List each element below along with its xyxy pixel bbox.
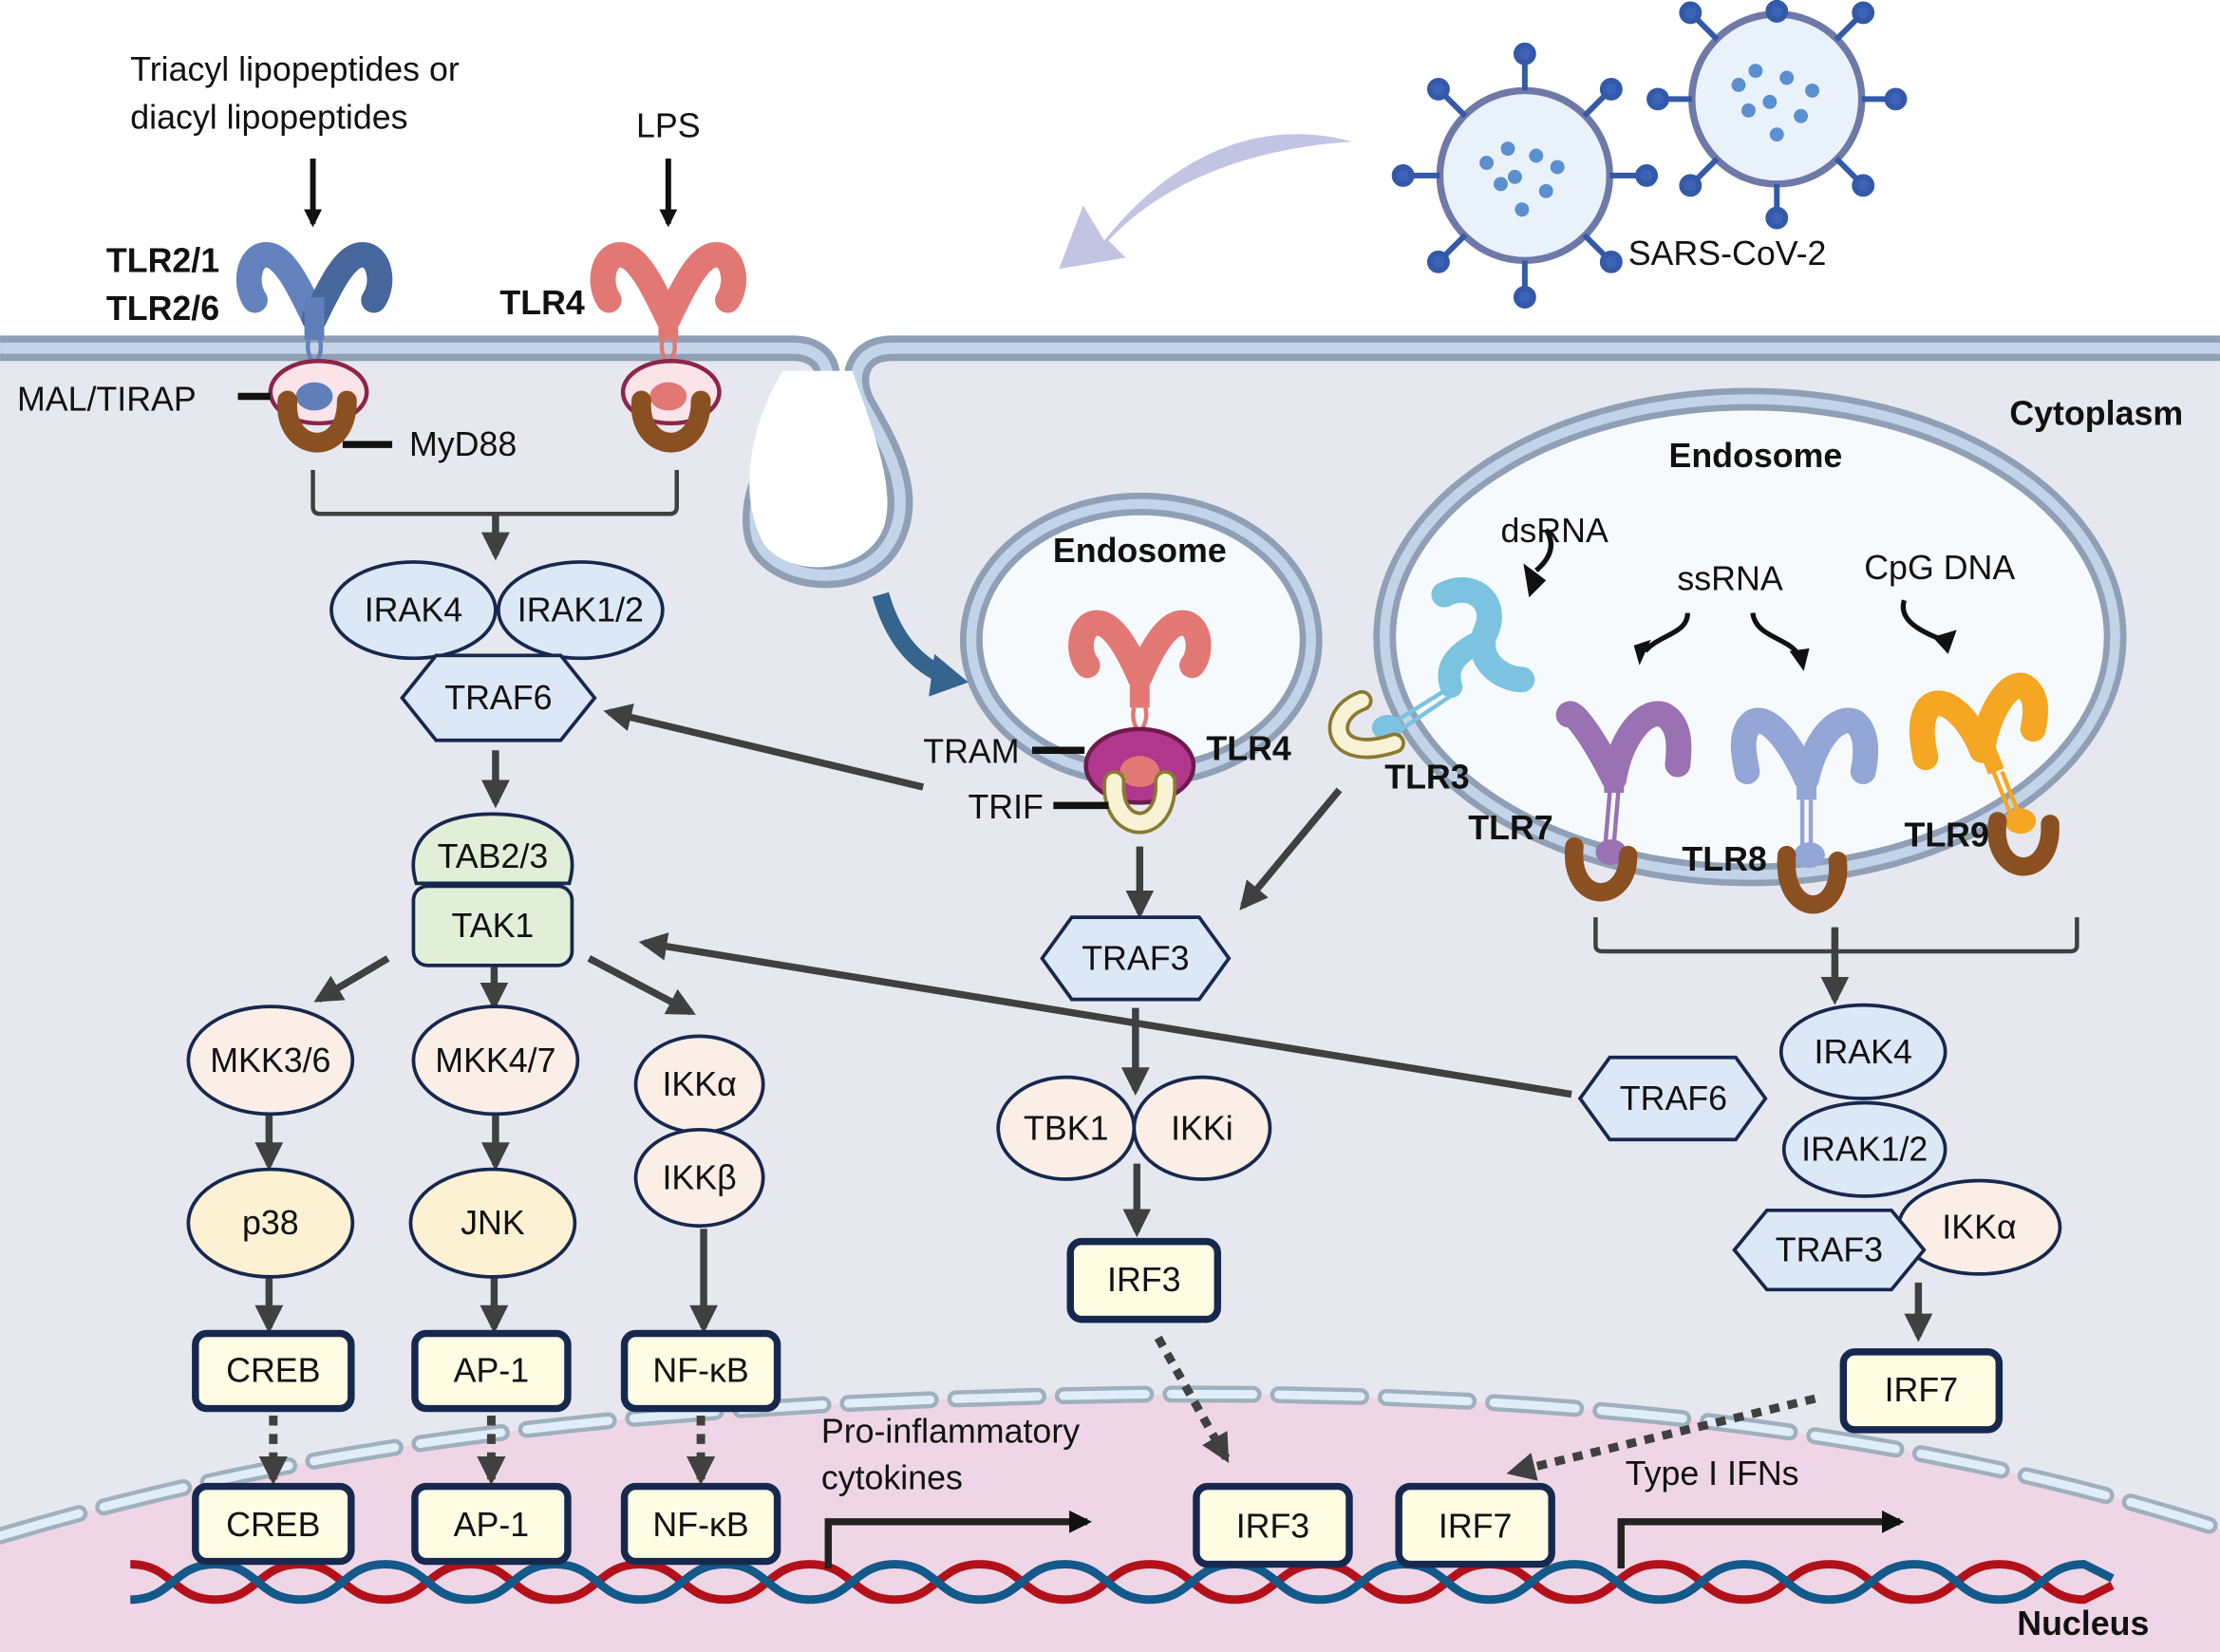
irak1-2-node bbox=[497, 560, 665, 661]
svg-text:IKKα: IKKα bbox=[1942, 1209, 2016, 1247]
virus-entry-arrow bbox=[1059, 134, 1352, 270]
irf7-cytoplasm bbox=[1839, 1348, 2004, 1434]
svg-text:p38: p38 bbox=[242, 1204, 299, 1242]
myd88-icon-tlr9 bbox=[1987, 812, 2060, 876]
creb-nucleus bbox=[192, 1482, 355, 1566]
myd88-icon bbox=[277, 390, 357, 453]
mal-tirap-label: MAL/TIRAP bbox=[17, 380, 197, 418]
mkk3-6-node bbox=[186, 1004, 355, 1117]
tlr9-receptor-icon bbox=[1909, 672, 2048, 835]
tab2-3-node bbox=[411, 812, 574, 886]
svg-text:TAB2/3: TAB2/3 bbox=[438, 837, 549, 875]
svg-text:CREB: CREB bbox=[226, 1351, 320, 1389]
tlr7-receptor-icon bbox=[1555, 701, 1692, 866]
ap1-nucleus bbox=[411, 1482, 572, 1566]
ikk-beta-node bbox=[633, 1127, 765, 1229]
tlr4-surface-label: TLR4 bbox=[499, 284, 585, 322]
irf3-nucleus bbox=[1193, 1482, 1353, 1568]
ifn-transcription-arrow bbox=[1617, 1510, 1905, 1569]
svg-text:IRF7: IRF7 bbox=[1885, 1371, 1959, 1409]
svg-text:TBK1: TBK1 bbox=[1024, 1109, 1108, 1147]
svg-text:IKKα: IKKα bbox=[662, 1065, 736, 1103]
lipopeptides-label-line2: diacyl lipopeptides bbox=[130, 99, 407, 137]
proinflammatory-transcription-arrow bbox=[824, 1510, 1092, 1569]
myd88-label: MyD88 bbox=[409, 425, 517, 463]
traf6-endosomal-node bbox=[1577, 1055, 1768, 1142]
svg-text:CREB: CREB bbox=[226, 1506, 320, 1544]
svg-text:TRAF3: TRAF3 bbox=[1776, 1231, 1883, 1269]
nucleus-label: Nucleus bbox=[2017, 1605, 2149, 1643]
type1-ifns-label: Type I IFNs bbox=[1626, 1455, 1799, 1492]
traf6-node bbox=[400, 653, 597, 742]
svg-text:TRAF6: TRAF6 bbox=[1620, 1079, 1727, 1117]
proinflammatory-label-line2: cytokines bbox=[821, 1459, 963, 1497]
tlr2-1-label: TLR2/1 bbox=[106, 241, 219, 279]
svg-text:IRF3: IRF3 bbox=[1107, 1261, 1181, 1299]
svg-text:TRAF6: TRAF6 bbox=[444, 679, 552, 717]
svg-text:IRAK4: IRAK4 bbox=[1815, 1033, 1912, 1071]
tlr8-label: TLR8 bbox=[1682, 840, 1766, 878]
tlr4-surface-receptor-icon bbox=[590, 241, 747, 398]
tlr9-label: TLR9 bbox=[1904, 817, 1988, 854]
tlr2-receptor-icon bbox=[235, 241, 393, 398]
lps-label: LPS bbox=[636, 107, 701, 145]
svg-text:MKK4/7: MKK4/7 bbox=[435, 1042, 555, 1079]
svg-text:IRF7: IRF7 bbox=[1439, 1507, 1513, 1545]
proinflammatory-label-line1: Pro-inflammatory bbox=[821, 1412, 1080, 1450]
svg-text:IRAK1/2: IRAK1/2 bbox=[517, 591, 644, 629]
endosome-large-label: Endosome bbox=[1668, 437, 1842, 475]
svg-text:MKK3/6: MKK3/6 bbox=[210, 1042, 330, 1079]
cytoplasm-label: Cytoplasm bbox=[2009, 394, 2183, 432]
svg-text:AP-1: AP-1 bbox=[454, 1351, 530, 1389]
tram-label: TRAM bbox=[923, 733, 1019, 771]
cpg-dna-label: CpG DNA bbox=[1864, 549, 2015, 587]
svg-text:NF-κB: NF-κB bbox=[652, 1351, 748, 1389]
trif-label: TRIF bbox=[968, 788, 1043, 826]
virus-label: SARS-CoV-2 bbox=[1628, 235, 1827, 272]
irak4-endosomal-node bbox=[1778, 1003, 1947, 1100]
mkk4-7-node bbox=[411, 1004, 580, 1117]
svg-text:TAK1: TAK1 bbox=[452, 907, 535, 945]
svg-text:NF-κB: NF-κB bbox=[652, 1506, 748, 1544]
svg-text:TRAF3: TRAF3 bbox=[1082, 939, 1189, 977]
sars-cov-2-virus-icon bbox=[1391, 0, 1908, 310]
jnk-node bbox=[408, 1167, 577, 1279]
tak1-node bbox=[411, 884, 574, 967]
svg-text:JNK: JNK bbox=[461, 1204, 525, 1242]
irf3-cytoplasm bbox=[1066, 1237, 1222, 1323]
myd88-icon bbox=[631, 390, 711, 453]
ssrna-label: ssRNA bbox=[1677, 560, 1782, 598]
irak1-2-endosomal-node bbox=[1781, 1100, 1947, 1198]
svg-text:IRAK4: IRAK4 bbox=[365, 591, 462, 629]
svg-text:AP-1: AP-1 bbox=[454, 1506, 530, 1544]
svg-text:IKKi: IKKi bbox=[1171, 1109, 1233, 1147]
tlr2-6-label: TLR2/6 bbox=[106, 290, 219, 328]
creb-cytoplasm bbox=[192, 1329, 355, 1413]
lipopeptides-label-line1: Triacyl lipopeptides or bbox=[130, 50, 460, 88]
tlr3-label: TLR3 bbox=[1384, 758, 1469, 796]
nfkb-nucleus bbox=[620, 1482, 781, 1566]
irak4-node bbox=[329, 560, 498, 661]
endosome-small-label: Endosome bbox=[1053, 532, 1227, 570]
tlr8-receptor-icon bbox=[1730, 707, 1879, 868]
tlr7-label: TLR7 bbox=[1468, 809, 1552, 847]
myd88-icon-tlr7 bbox=[1565, 836, 1638, 902]
traf3-node bbox=[1040, 915, 1232, 1002]
svg-text:IKKβ: IKKβ bbox=[662, 1159, 736, 1197]
nfkb-cytoplasm bbox=[620, 1329, 781, 1413]
irf7-nucleus bbox=[1395, 1482, 1555, 1568]
dna-double-helix bbox=[130, 1560, 2115, 1605]
nucleus-region bbox=[0, 1394, 2220, 1652]
myd88-icon-tlr8 bbox=[1777, 845, 1848, 914]
ap1-cytoplasm bbox=[411, 1329, 572, 1413]
p38-node bbox=[186, 1167, 355, 1279]
svg-text:IRF3: IRF3 bbox=[1236, 1507, 1310, 1545]
traf3-endosomal-node bbox=[1732, 1208, 1927, 1292]
dsrna-label: dsRNA bbox=[1501, 512, 1609, 550]
tlr4-endosomal-label: TLR4 bbox=[1206, 730, 1291, 768]
ikki-node bbox=[1132, 1075, 1272, 1181]
svg-text:IRAK1/2: IRAK1/2 bbox=[1801, 1131, 1928, 1169]
